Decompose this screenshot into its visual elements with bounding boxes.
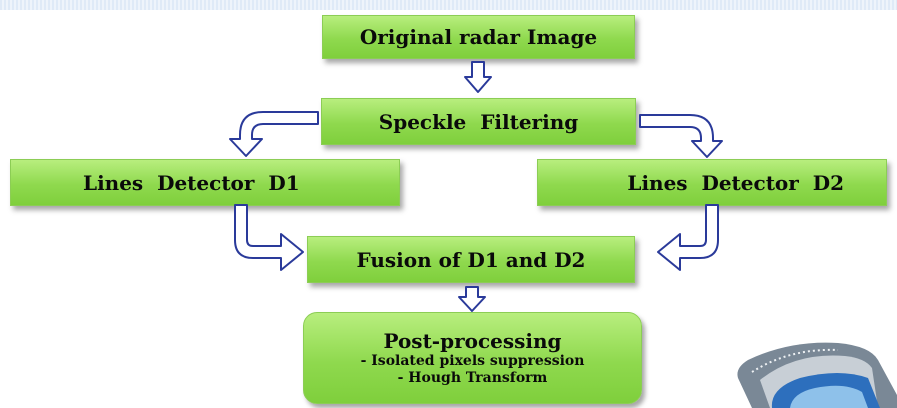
post-processing-step-1: - Isolated pixels suppression <box>360 353 585 370</box>
arrow-fusion-to-post <box>458 286 486 312</box>
top-decorative-band <box>0 0 897 10</box>
node-lines-detector-d1: Lines Detector D1 <box>10 159 400 206</box>
node-fusion: Fusion of D1 and D2 <box>307 236 635 283</box>
arrow-speckle-to-d1 <box>229 111 319 157</box>
post-processing-title: Post-processing <box>383 329 562 354</box>
node-lines-detector-d2: Lines Detector D2 <box>537 159 887 206</box>
arrow-d1-to-fusion <box>234 204 304 271</box>
node-post-processing: Post-processing - Isolated pixels suppre… <box>303 312 642 404</box>
arrow-speckle-to-d2 <box>639 114 723 158</box>
post-processing-step-2: - Hough Transform <box>397 369 548 386</box>
arrow-original-to-speckle <box>464 61 492 93</box>
arrow-d2-to-fusion <box>657 204 719 271</box>
node-speckle-filtering: Speckle Filtering <box>321 98 636 145</box>
node-original-radar-image: Original radar Image <box>322 15 635 59</box>
